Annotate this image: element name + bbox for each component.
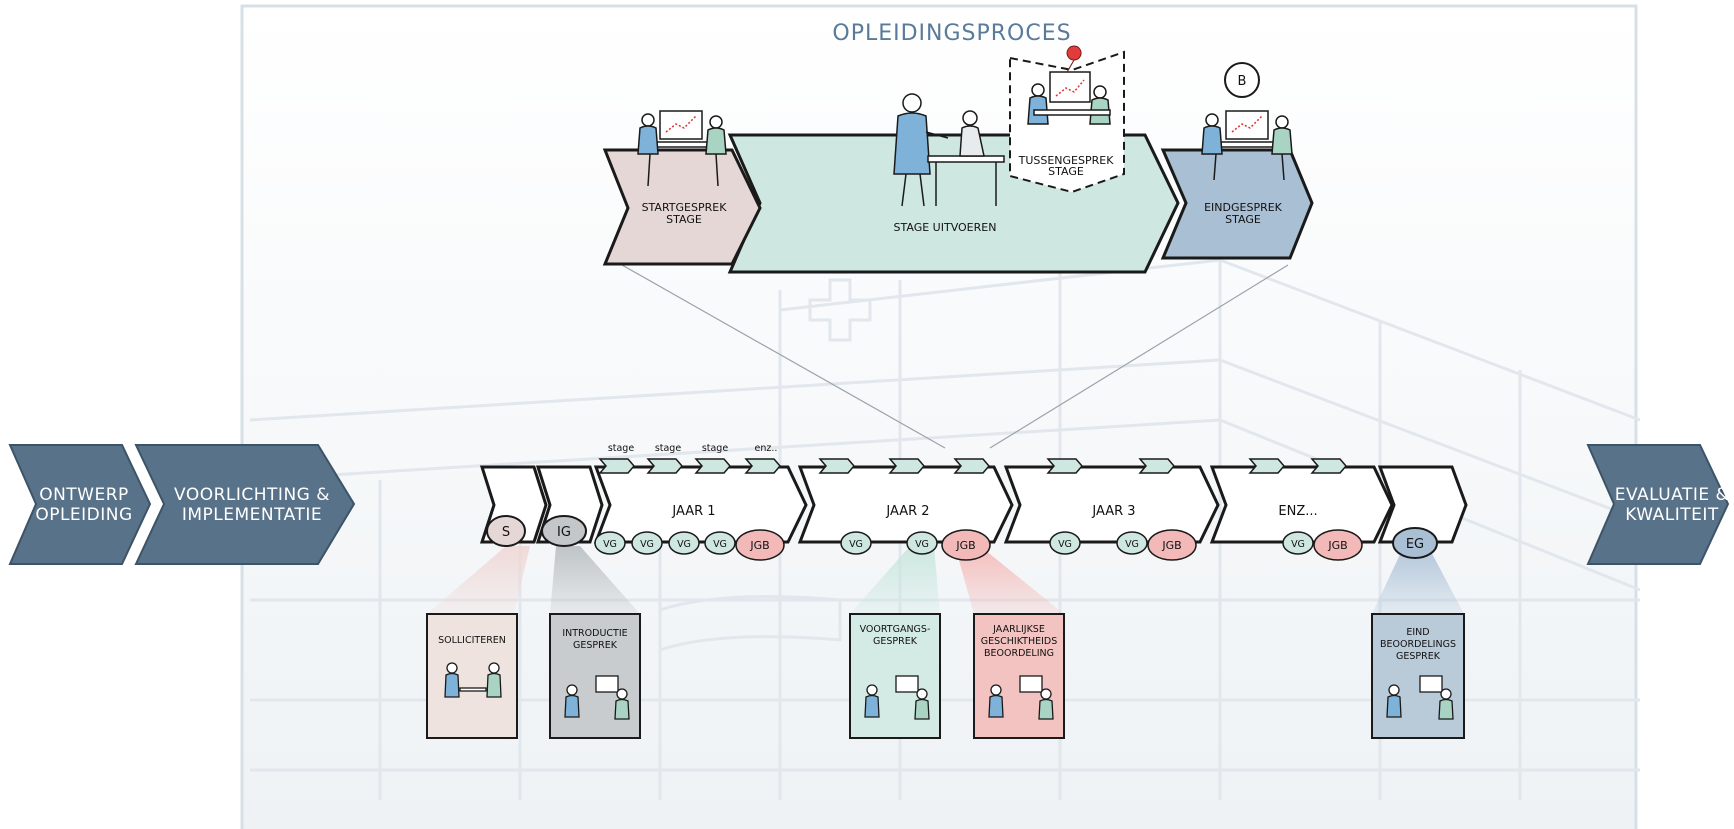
stage-tabs xyxy=(598,458,1347,474)
startgesprek-illustration xyxy=(637,110,727,187)
stage-execute-illustration xyxy=(893,93,1005,207)
card-solliciteren-title: SOLLICITEREN xyxy=(438,635,506,646)
tussengesprek-label-2: STAGE xyxy=(1048,165,1084,178)
phase-evaluatie-label-1: EVALUATIE & xyxy=(1615,485,1730,505)
bubble-s-label: S xyxy=(502,525,510,540)
stage-tab-label-4: enz.. xyxy=(755,443,778,454)
tussengesprek-illustration xyxy=(1009,45,1125,194)
bubble-eg: EG xyxy=(1392,527,1438,559)
phase-voorlichting-label-2: IMPLEMENTATIE xyxy=(182,505,322,525)
eindgesprek-label-1: EINDGESPREK xyxy=(1204,201,1283,214)
tussengesprek-label-1: TUSSENGESPREK xyxy=(1018,154,1115,167)
jgb-label: JGB xyxy=(1327,539,1347,552)
chevron-eindbeoordeling xyxy=(1377,465,1468,544)
vg-label: VG xyxy=(1125,539,1139,550)
cards: SOLLICITEREN INTRODUCTIE GESPREK VOORTGA… xyxy=(426,613,1465,739)
card-eind-title-2: BEOORDELINGS xyxy=(1380,639,1456,650)
eindgesprek-illustration xyxy=(1201,110,1293,181)
year-label-3: JAAR 3 xyxy=(1091,504,1135,519)
chevron-jaar-2 xyxy=(797,465,1014,544)
vg-label: VG xyxy=(677,539,691,550)
timeline: JAAR 1 JAAR 2 JAAR 3 ENZ... stage stage … xyxy=(479,443,1468,561)
vg-label: VG xyxy=(603,539,617,550)
bubble-eg-label: EG xyxy=(1406,537,1424,552)
vg-label: VG xyxy=(849,539,863,550)
location-pin-icon xyxy=(1066,45,1082,73)
phase-ontwerp-label-2: OPLEIDING xyxy=(35,505,132,525)
jgb-label: JGB xyxy=(749,539,769,552)
stage-execute-label: STAGE UITVOEREN xyxy=(894,221,997,234)
phase-voorlichting-implementatie xyxy=(134,444,356,565)
stage-tab-label-1: stage xyxy=(608,443,635,454)
jgb-label: JGB xyxy=(1161,539,1181,552)
vg-label: VG xyxy=(640,539,654,550)
stage-tab-label-3: stage xyxy=(702,443,729,454)
card-introductie-title-2: GESPREK xyxy=(573,640,618,651)
vg-label: VG xyxy=(1058,539,1072,550)
page-title: OPLEIDINGSPROCES xyxy=(832,21,1071,46)
eindgesprek-label-2: STAGE xyxy=(1225,213,1261,226)
bubble-ig-label: IG xyxy=(557,525,571,540)
card-jaarlijks-title-1: JAARLIJKSE xyxy=(992,624,1045,635)
phase-ontwerp-opleiding xyxy=(8,444,152,565)
spotlights xyxy=(427,546,1464,614)
year-label-4: ENZ... xyxy=(1278,504,1317,519)
stage-detail: B STARTGESPREK STAGE STAGE UITVOEREN TUS… xyxy=(602,45,1314,274)
vg-bubbles xyxy=(594,531,1314,555)
chevron-enz xyxy=(1209,465,1394,544)
card-voortgang-title-2: GESPREK xyxy=(873,636,918,647)
phase-evaluatie-label-2: KWALITEIT xyxy=(1625,505,1719,525)
phase-evaluatie-kwaliteit xyxy=(1586,444,1730,565)
card-jaarlijkse-beoordeling: JAARLIJKSE GESCHIKTHEIDS BEOORDELING xyxy=(973,613,1065,739)
card-introductie: INTRODUCTIE GESPREK xyxy=(549,613,641,739)
startgesprek-label-1: STARTGESPREK xyxy=(642,201,728,214)
card-voortgang-title-1: VOORTGANGS- xyxy=(860,624,931,635)
jgb-labels: JGB JGB JGB JGB xyxy=(749,539,1347,552)
stage-tab-label-2: stage xyxy=(655,443,682,454)
zoom-lines xyxy=(621,264,1289,449)
vg-labels: VG VG VG VG VG VG VG VG VG xyxy=(603,539,1305,550)
card-eindbeoordelingsgesprek: EIND BEOORDELINGS GESPREK xyxy=(1371,613,1465,739)
phase-voorlichting-label-1: VOORLICHTING & xyxy=(174,485,330,505)
side-phases: ONTWERP OPLEIDING VOORLICHTING & IMPLEME… xyxy=(8,444,1730,565)
card-solliciteren: SOLLICITEREN xyxy=(426,613,518,739)
year-label-1: JAAR 1 xyxy=(671,504,715,519)
startgesprek-label-2: STAGE xyxy=(666,213,702,226)
bubble-ig: IG xyxy=(541,515,587,547)
year-label-2: JAAR 2 xyxy=(885,504,929,519)
vg-label: VG xyxy=(713,539,727,550)
beoordeling-badge-icon xyxy=(1224,62,1260,98)
chevron-jaar-1 xyxy=(593,465,808,544)
card-jaarlijks-title-2: GESCHIKTHEIDS xyxy=(981,636,1058,647)
bubble-s: S xyxy=(486,515,526,547)
card-voortgangsgesprek: VOORTGANGS- GESPREK xyxy=(849,613,941,739)
card-eind-title-3: GESPREK xyxy=(1396,651,1441,662)
jgb-bubbles xyxy=(735,529,1363,561)
card-eind-title-1: EIND xyxy=(1406,627,1429,638)
card-jaarlijks-title-3: BEOORDELING xyxy=(984,648,1054,659)
phase-ontwerp-label-1: ONTWERP xyxy=(39,485,129,505)
card-introductie-title-1: INTRODUCTIE xyxy=(562,628,627,639)
badge-letter: B xyxy=(1238,74,1247,89)
vg-label: VG xyxy=(915,539,929,550)
vg-label: VG xyxy=(1291,539,1305,550)
chevron-jaar-3 xyxy=(1003,465,1220,544)
jgb-label: JGB xyxy=(955,539,975,552)
startgesprek-chevron xyxy=(602,148,762,266)
